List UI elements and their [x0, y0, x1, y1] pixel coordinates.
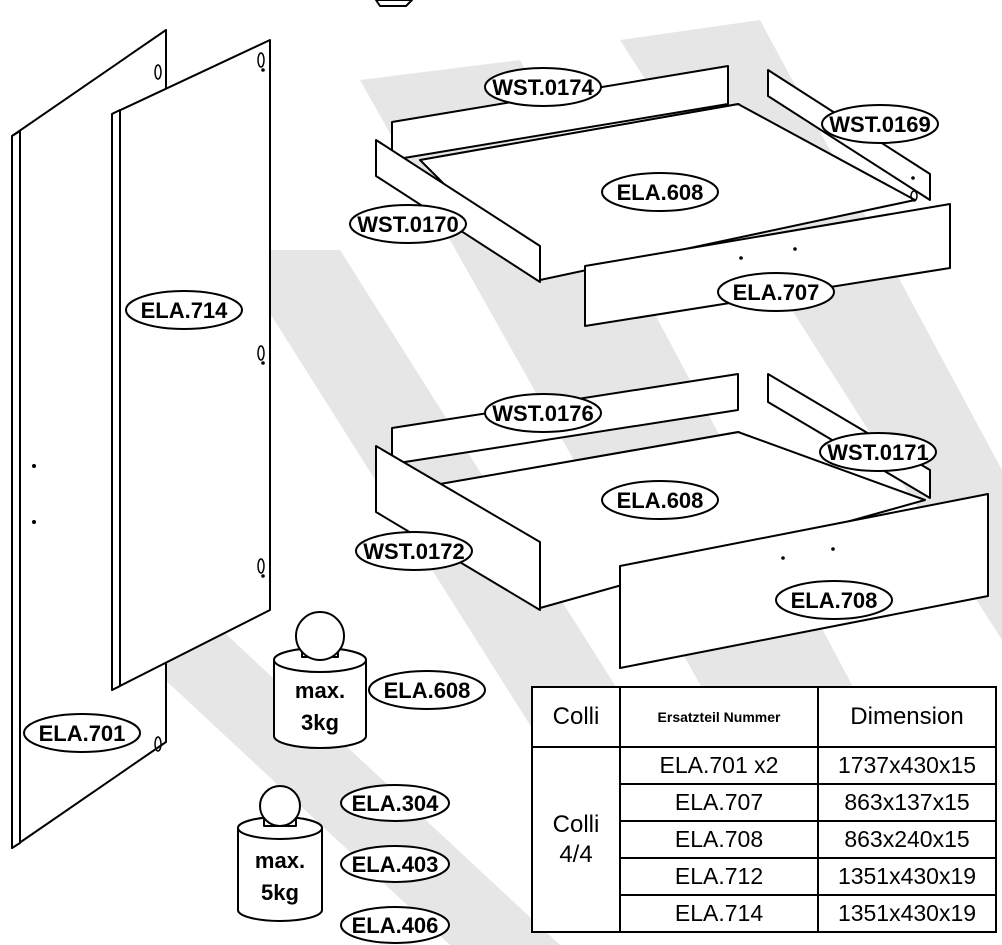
label-wst-0170: WST.0170 — [349, 204, 467, 244]
label-ela-608-mid-text: ELA.608 — [617, 488, 704, 513]
label-wst-0176-text: WST.0176 — [492, 401, 594, 426]
colli-count: 4/4 — [559, 840, 593, 868]
label-ela-304-text: ELA.304 — [352, 791, 440, 816]
label-ela-403-text: ELA.403 — [352, 852, 439, 877]
colli-cell: Colli 4/4 — [531, 746, 621, 933]
header-colli: Colli — [531, 686, 621, 748]
upper-drawer — [375, 65, 951, 327]
label-ela-714: ELA.714 — [125, 290, 243, 330]
label-wst-0171-text: WST.0171 — [827, 440, 929, 465]
label-ela-406-text: ELA.406 — [352, 913, 439, 938]
label-ela-701: ELA.701 — [23, 713, 141, 753]
weight-3kg-line2: 3kg — [301, 710, 339, 735]
weight-5kg-icon: max. 5kg — [237, 785, 323, 922]
label-wst-0176: WST.0176 — [484, 393, 602, 433]
part-number-cell: ELA.708 — [619, 820, 819, 859]
label-wst-0171: WST.0171 — [819, 432, 937, 472]
part-number-cell: ELA.707 — [619, 783, 819, 822]
weight-5kg-line2: 5kg — [261, 880, 299, 905]
dimension-cell: 863x240x15 — [817, 820, 997, 859]
label-ela-608-mid: ELA.608 — [601, 480, 719, 520]
table-row: ELA.712 1351x430x19 — [532, 857, 997, 896]
label-ela-714-text: ELA.714 — [141, 298, 229, 323]
label-wst-0172-text: WST.0172 — [363, 539, 465, 564]
colli-label: Colli — [552, 810, 600, 838]
label-wst-0169: WST.0169 — [821, 104, 939, 144]
label-wst-0172: WST.0172 — [355, 531, 473, 571]
part-number-cell: ELA.701 x2 — [619, 746, 819, 785]
dimension-cell: 1351x430x19 — [817, 894, 997, 933]
table-row: Colli 4/4 ELA.701 x2 1737x430x15 — [531, 746, 997, 933]
label-ela-608-bottom-text: ELA.608 — [384, 678, 471, 703]
label-wst-0174: WST.0174 — [484, 67, 602, 107]
parts-table: Colli Ersatzteil Nummer Dimension Colli … — [531, 686, 997, 933]
table-row: ELA.714 1351x430x19 — [532, 894, 997, 933]
header-ersatzteil-nummer: Ersatzteil Nummer — [619, 686, 819, 748]
label-wst-0170-text: WST.0170 — [357, 212, 459, 237]
panel-ela-714 — [111, 39, 271, 691]
label-ela-304: ELA.304 — [340, 784, 450, 822]
label-ela-608-bottom: ELA.608 — [368, 670, 486, 710]
lower-drawer — [375, 373, 989, 669]
header-dimension: Dimension — [817, 686, 997, 748]
label-ela-403: ELA.403 — [340, 845, 450, 883]
label-wst-0169-text: WST.0169 — [829, 112, 931, 137]
part-number-cell: ELA.714 — [619, 894, 819, 933]
dimension-cell: 863x137x15 — [817, 783, 997, 822]
label-ela-701-text: ELA.701 — [39, 721, 126, 746]
dimension-cell: 1351x430x19 — [817, 857, 997, 896]
table-row: ELA.707 863x137x15 — [532, 783, 997, 822]
label-ela-708: ELA.708 — [775, 580, 893, 620]
label-wst-0174-text: WST.0174 — [492, 75, 594, 100]
label-ela-708-text: ELA.708 — [791, 588, 878, 613]
weight-3kg-icon: max. 3kg — [273, 611, 367, 749]
label-ela-608-top-text: ELA.608 — [617, 180, 704, 205]
part-number-cell: ELA.712 — [619, 857, 819, 896]
label-ela-608-top: ELA.608 — [601, 172, 719, 212]
weight-3kg-line1: max. — [295, 678, 345, 703]
table-header-row: Colli Ersatzteil Nummer Dimension — [531, 686, 997, 748]
label-ela-707: ELA.707 — [717, 272, 835, 312]
weight-5kg-line1: max. — [255, 848, 305, 873]
top-fragment — [375, 0, 413, 7]
table-row: ELA.708 863x240x15 — [532, 820, 997, 859]
label-ela-707-text: ELA.707 — [733, 280, 820, 305]
label-ela-406: ELA.406 — [340, 906, 450, 944]
dimension-cell: 1737x430x15 — [817, 746, 997, 785]
